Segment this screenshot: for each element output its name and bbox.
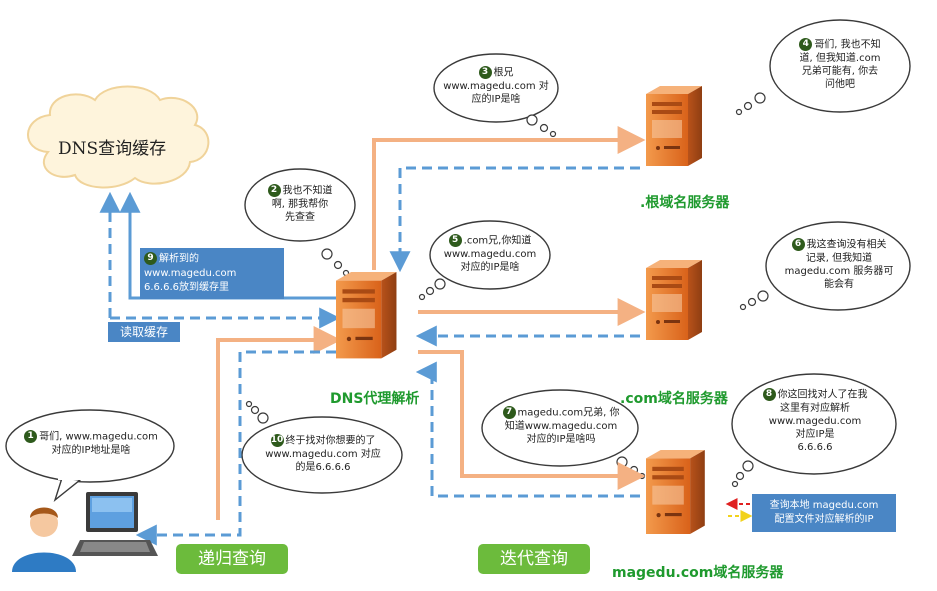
iterative-query-button[interactable]: 迭代查询 [478,544,590,574]
dns-cache-label: DNS查询缓存 [58,139,167,159]
bubble-line: magedu.com兄弟, 你 [517,407,620,419]
bubble-line: 的是6.6.6.6 [295,461,351,473]
bubble-1-cloud [5,409,175,502]
user-avatar-icon [12,507,76,572]
bubble-line: 我也不知道 [282,185,333,197]
bubble-line: www.magedu.com 对 [443,80,549,92]
bubble-line: www.magedu.com 对应 [265,448,381,460]
step-number: 5 [448,234,462,247]
step-number: 9 [144,252,157,265]
bubble-3-cloud [433,53,559,138]
bubble-line: 对应IP是 [795,428,835,440]
bubble-line: 对应的IP地址是啥 [51,444,131,456]
note-line: 查询本地 magedu.com [769,500,879,511]
arrow-magedu-to-proxy [415,361,640,498]
step-number: 8 [762,388,776,401]
local-lookup-note: 查询本地 magedu.com 配置文件对应解析的IP [752,494,896,532]
bubble-line: 能会有 [824,278,854,290]
bubble-line: 道, 但我知道.com [799,52,881,64]
note-line: 解析到的 www.magedu.com [144,253,237,279]
bubble-line: 哥们, www.magedu.com [39,431,158,443]
step-number: 3 [478,66,492,79]
bubble-line: 啊, 那我帮你 [271,198,329,210]
bubble-line: 先查查 [285,211,315,223]
note-line: 配置文件对应解析的IP [774,514,874,525]
bubble-line: 根兄 [493,67,514,79]
step-number: 10 [270,434,284,447]
arrow-proxy-to-root [372,126,646,270]
root-server-icon [646,86,702,166]
bubble-5: 5.com兄,你知道 www.magedu.com 对应的IP是啥 [436,234,544,274]
bubble-line: 兄弟可能有, 你去 [801,65,879,77]
step-number: 6 [791,238,805,251]
root-server-label: .根域名服务器 [640,195,730,211]
computer-icon [72,492,158,556]
read-cache-label: 读取缓存 [108,322,180,342]
com-server-icon [646,260,702,340]
bubble-line: 你这回找对人了在我 [777,389,868,401]
bubble-line: 知道www.magedu.com [504,420,618,432]
step-number: 4 [799,38,813,51]
step-number: 1 [24,430,38,443]
note-line: 6.6.6.6放到缓存里 [144,281,229,293]
step-number: 7 [502,406,516,419]
arrow-proxy-to-magedu [418,350,646,490]
bubble-line: 这里有对应解析 [780,402,850,414]
bubble-line: 应的IP是啥 [471,93,521,105]
dns-cache-cloud [27,85,210,189]
magedu-server-label: magedu.com域名服务器 [612,565,784,581]
bubble-line: www.magedu.com [443,248,537,260]
arrow-proxy-to-client [135,350,336,546]
com-server-label: .com域名服务器 [620,391,728,407]
arrow-client-to-proxy [216,326,342,520]
magedu-server-icon [646,450,705,534]
recursive-query-button[interactable]: 递归查询 [176,544,288,574]
bubble-line: 我这查询没有相关 [806,239,887,251]
bubble-line: 终于找对你想要的了 [285,435,376,447]
arrow-root-to-proxy [389,166,640,273]
bubble-line: magedu.com 服务器可 [784,265,894,277]
proxy-server-icon [336,272,397,359]
bubble-line: 哥们, 我也不知 [814,39,881,51]
bubble-line: 对应的IP是啥吗 [526,433,596,445]
bubble-line: .com兄,你知道 [463,235,532,247]
step-number: 2 [267,184,281,197]
bubble-line: 对应的IP是啥 [460,261,520,273]
bubble-line: 问他吧 [825,78,855,90]
bubble-line: 6.6.6.6 [797,441,833,453]
proxy-server-label: DNS代理解析 [330,391,420,407]
bubble-line: www.magedu.com [768,415,862,427]
bubble-line: 记录, 但我知道 [805,252,873,264]
